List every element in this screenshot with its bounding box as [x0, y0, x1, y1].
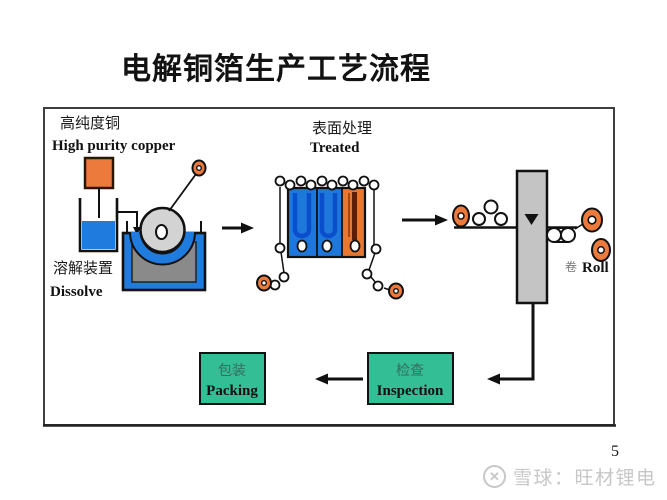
pinch-roller: [546, 227, 562, 243]
copper-block-icon: [83, 156, 115, 218]
unwind-path-left: [256, 187, 290, 292]
tank-bottom-roller: [321, 239, 333, 253]
beaker-liquid: [82, 221, 115, 249]
label-dissolve-en: Dissolve: [50, 284, 103, 300]
roller-hub: [195, 165, 202, 172]
label-roll-zh: 卷: [565, 259, 577, 274]
guide-roller: [305, 179, 317, 191]
guide-roller: [326, 179, 338, 191]
guide-roller: [337, 175, 349, 187]
flow-arrow-2: [402, 214, 448, 226]
guide-roller: [284, 179, 296, 191]
label-roll-en: Roll: [582, 260, 609, 276]
drum-channel: [131, 231, 194, 264]
electrode-u-tube: [292, 193, 312, 239]
electroforming-machine-icon: [121, 159, 207, 292]
packing-step: 包装 Packing: [199, 352, 266, 405]
slitting-machine-icon: [452, 169, 611, 305]
guide-roller: [278, 271, 290, 283]
guide-roller: [347, 179, 359, 191]
label-treated-en: Treated: [310, 140, 360, 156]
roller-hub: [587, 215, 597, 225]
label-inspection-zh: 检查: [396, 363, 424, 379]
guide-roller: [494, 212, 508, 226]
beaker-outline: [78, 198, 119, 253]
drum-axle: [155, 224, 168, 240]
xueqiu-logo-glyph: ✕: [489, 468, 500, 484]
guide-roller: [370, 243, 382, 255]
top-guide-rollers: [274, 175, 380, 191]
label-packing-zh: 包装: [218, 363, 246, 379]
tank-bottom-roller: [296, 239, 308, 253]
guide-roller: [295, 175, 307, 187]
label-inspection-en: Inspection: [377, 383, 444, 399]
slide-title: 电解铜箔生产工艺流程: [121, 53, 431, 86]
guide-roller: [316, 175, 328, 187]
flow-arrow-1: [222, 222, 254, 234]
roller-hub: [597, 246, 605, 254]
watermark-text: 雪球：旺材锂电: [513, 468, 657, 489]
flow-arrow-to-packing: [315, 373, 363, 385]
inspection-step: 检查 Inspection: [367, 352, 454, 405]
roller-hub: [393, 287, 400, 294]
guide-roller: [483, 199, 499, 215]
watermark: ✕ 雪球：旺材锂电: [483, 463, 657, 490]
process-flow-diagram: 高纯度铜 High purity copper 溶解装置 Dissolve: [43, 107, 616, 427]
guide-roller: [472, 212, 486, 226]
guide-roller: [361, 268, 373, 280]
rewind-path-right: [361, 189, 404, 300]
guide-roller: [358, 175, 370, 187]
tanks-outline: [286, 186, 367, 259]
inspection-box: [367, 352, 454, 405]
treatment-tanks-icon: [286, 186, 367, 259]
slitter-blade-icon: [524, 214, 539, 225]
guide-roller: [372, 280, 384, 292]
xueqiu-logo-icon: ✕: [483, 465, 506, 488]
guide-roller: [274, 242, 286, 254]
dissolve-beaker-icon: [78, 198, 141, 253]
label-high-purity-copper-en: High purity copper: [52, 138, 176, 154]
roller-hub: [457, 212, 465, 220]
label-treated-zh: 表面处理: [312, 120, 372, 137]
roller-hub: [260, 279, 267, 286]
feed-pipe: [117, 211, 138, 227]
page-number: 5: [611, 443, 619, 460]
guide-roller: [274, 175, 286, 187]
packing-box: [199, 352, 266, 405]
pinch-roller: [560, 227, 576, 243]
slitter-column: [515, 169, 549, 305]
electrode-u-tube: [319, 193, 338, 239]
label-dissolve-zh: 溶解装置: [53, 260, 113, 277]
label-packing-en: Packing: [206, 383, 258, 399]
tank-bottom-roller: [349, 239, 361, 253]
flow-arrow-to-inspection: [487, 303, 535, 385]
copper-block: [83, 156, 115, 190]
feed-pipe-arrowhead-icon: [133, 227, 141, 235]
anode-bar: [352, 192, 357, 240]
label-high-purity-copper-zh: 高纯度铜: [60, 115, 120, 132]
guide-roller: [368, 179, 380, 191]
foil-web-line: [168, 173, 197, 212]
